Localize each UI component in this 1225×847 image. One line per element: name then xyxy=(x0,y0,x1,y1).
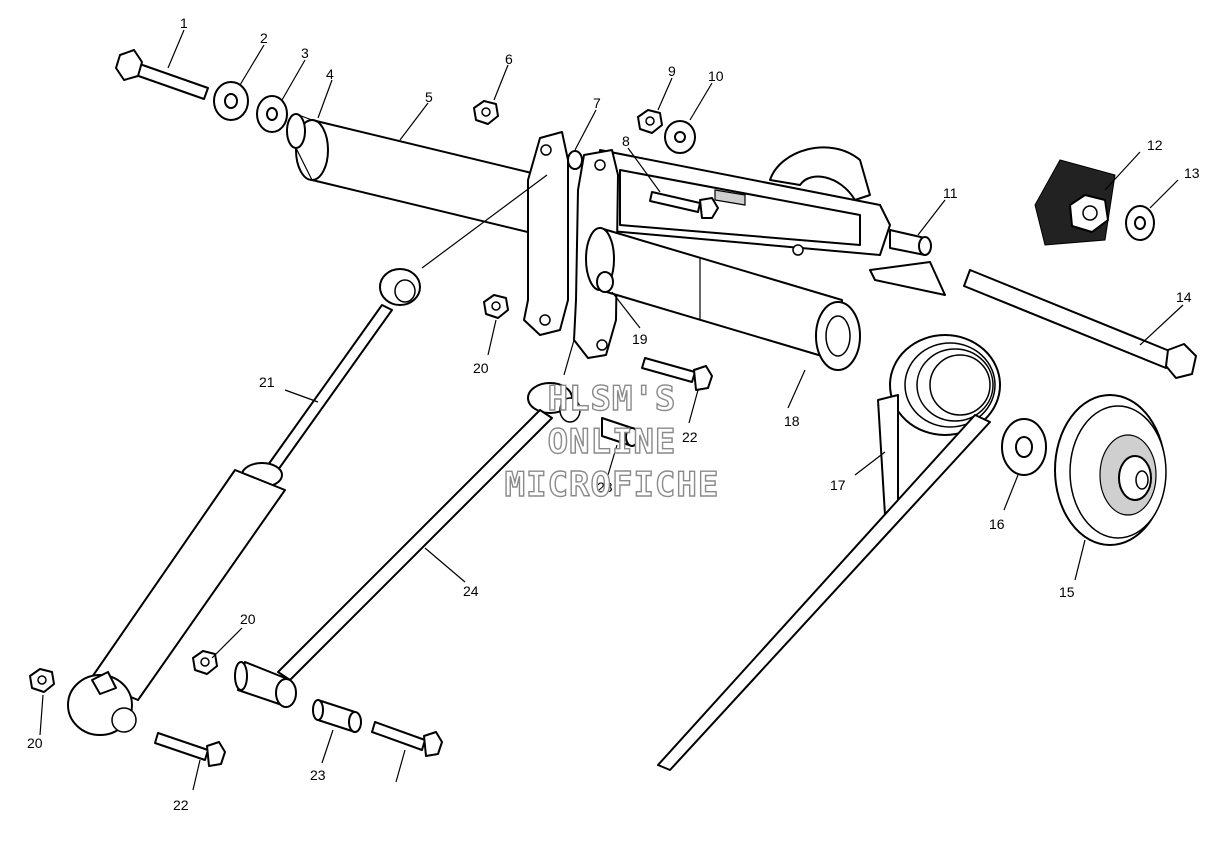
callout-24: 24 xyxy=(463,583,479,599)
part-3-washer xyxy=(256,95,288,133)
callout-1: 1 xyxy=(180,15,188,31)
part-20-nut-lower xyxy=(192,650,218,675)
callout-2: 2 xyxy=(260,30,268,46)
part-5-axle-tube xyxy=(286,113,541,236)
callout-13: 13 xyxy=(1184,165,1200,181)
callout-22-upper: 22 xyxy=(682,429,698,445)
callout-18: 18 xyxy=(784,413,800,429)
leader-lines xyxy=(39,29,1184,791)
callout-16: 16 xyxy=(989,516,1005,532)
part-21-shock-absorber xyxy=(67,268,421,736)
part-15-idler-wheel xyxy=(1054,394,1167,546)
callout-3: 3 xyxy=(301,45,309,61)
callout-19: 19 xyxy=(632,331,648,347)
part-17-torsion-spring xyxy=(657,334,1001,771)
part-12-block xyxy=(1034,159,1116,246)
callout-22-lower-left: 22 xyxy=(173,797,189,813)
part-9-nut xyxy=(637,109,663,134)
watermark-line-1: HLSM'S xyxy=(548,379,677,419)
callout-12: 12 xyxy=(1147,137,1163,153)
callout-20-center: 20 xyxy=(473,360,489,376)
part-10-washer xyxy=(664,120,696,154)
watermark-line-3: MICROFICHE xyxy=(505,465,720,505)
part-13-washer xyxy=(1125,205,1155,241)
watermark: HLSM'S ONLINE MICROFICHE xyxy=(504,378,720,505)
callout-labels: 1 2 3 4 5 6 7 8 9 10 11 12 13 14 15 16 1… xyxy=(27,15,1200,813)
part-11-pin xyxy=(889,229,932,256)
callout-14: 14 xyxy=(1176,289,1192,305)
part-24-link-arm xyxy=(234,382,581,708)
part-18-roller-sleeve xyxy=(585,227,861,371)
callout-23-lower: 23 xyxy=(310,767,326,783)
part-23-bushing-upper xyxy=(601,417,639,447)
part-1-bolt xyxy=(115,49,209,100)
part-6-nut xyxy=(473,100,499,125)
callout-11: 11 xyxy=(943,185,958,201)
callout-21: 21 xyxy=(259,374,275,390)
part-22-bolt-lower-right xyxy=(371,721,443,757)
callout-10: 10 xyxy=(708,68,724,84)
callout-8: 8 xyxy=(622,133,630,149)
callout-6: 6 xyxy=(505,51,513,67)
part-23-bushing-lower xyxy=(312,699,362,733)
callout-7: 7 xyxy=(593,95,601,111)
callout-15: 15 xyxy=(1059,584,1075,600)
callout-20-left: 20 xyxy=(27,735,43,751)
part-7-rear-arm-frame xyxy=(523,131,946,359)
part-14-bolt xyxy=(963,269,1197,379)
part-20-nut-center xyxy=(483,294,509,319)
callout-17: 17 xyxy=(830,477,846,493)
part-22-bolt-upper xyxy=(641,357,713,391)
part-8-bolt xyxy=(649,191,719,219)
watermark-line-2: ONLINE xyxy=(548,422,677,462)
part-19-spacer xyxy=(596,271,614,293)
callout-9: 9 xyxy=(668,63,676,79)
part-20-nut-left xyxy=(29,668,55,693)
part-16-washer xyxy=(1001,418,1047,476)
callout-5: 5 xyxy=(425,89,433,105)
part-22-bolt-lower-left xyxy=(154,732,226,767)
callout-23-upper: 23 xyxy=(597,479,613,495)
callout-20-lower: 20 xyxy=(240,611,256,627)
part-2-washer xyxy=(213,81,249,121)
callout-4: 4 xyxy=(326,66,334,82)
